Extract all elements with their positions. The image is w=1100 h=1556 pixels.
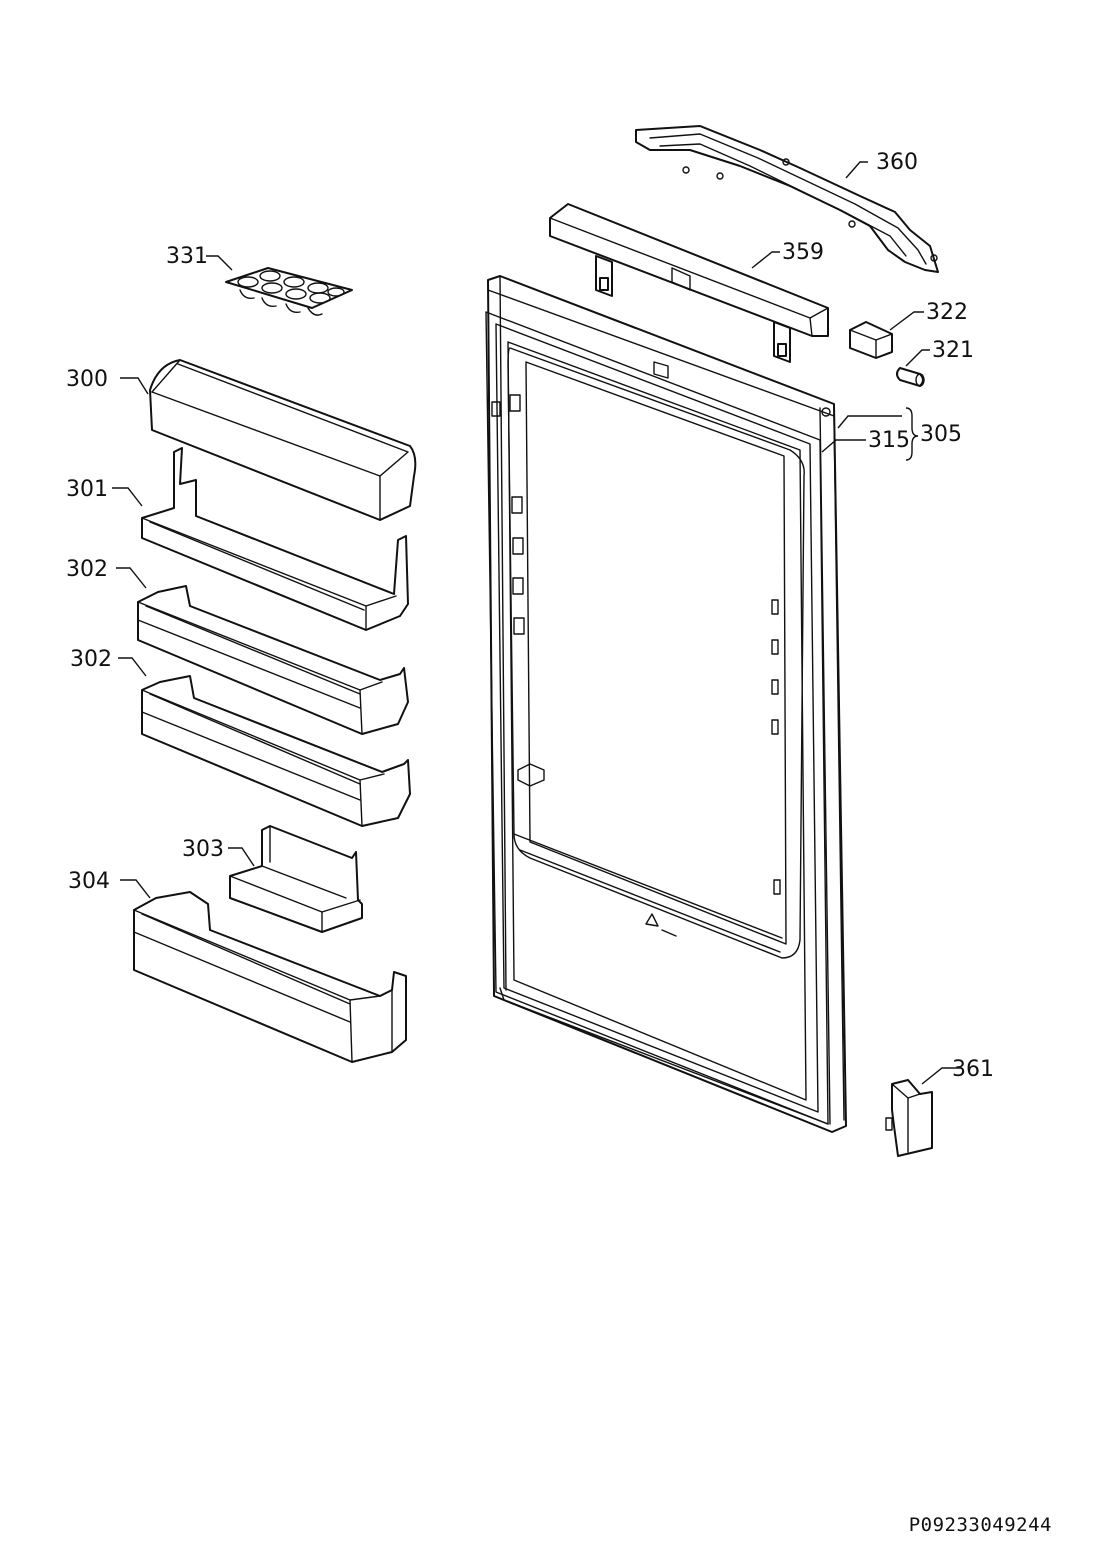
callout-322: 322 — [926, 300, 968, 325]
part-331-egg-tray[interactable] — [225, 267, 353, 316]
callout-361: 361 — [952, 1057, 994, 1082]
callout-315: 315 — [868, 428, 910, 453]
part-359-top-cover[interactable] — [549, 203, 829, 363]
callout-300: 300 — [66, 367, 108, 392]
callout-360: 360 — [876, 150, 918, 175]
part-301-door-shelf[interactable] — [141, 447, 409, 631]
part-321-hinge-pin[interactable] — [896, 367, 925, 387]
callout-305: 305 — [920, 422, 962, 447]
part-303-small-bin[interactable] — [229, 825, 363, 933]
leader-lines — [112, 161, 962, 1085]
part-361-lower-hinge-cover[interactable] — [885, 1079, 933, 1157]
callout-304: 304 — [68, 869, 110, 894]
callout-301: 301 — [66, 477, 108, 502]
part-360-hinge-bracket[interactable] — [635, 125, 939, 273]
part-304-bottle-shelf[interactable] — [133, 891, 407, 1063]
part-305-door-assembly[interactable] — [485, 275, 847, 1133]
callout-331: 331 — [166, 244, 208, 269]
callout-359: 359 — [782, 240, 824, 265]
part-302-door-shelf-lower[interactable] — [141, 675, 411, 827]
callout-302-upper: 302 — [66, 557, 108, 582]
part-322-hinge-cap[interactable] — [849, 321, 893, 359]
part-302-door-shelf-upper[interactable] — [137, 585, 409, 735]
part-315-door-gasket[interactable] — [495, 323, 819, 1113]
callout-303: 303 — [182, 837, 224, 862]
callout-302-lower: 302 — [70, 647, 112, 672]
part-300-shelf-lid[interactable] — [149, 359, 417, 521]
door-inner-liner — [491, 347, 805, 959]
callout-321: 321 — [932, 338, 974, 363]
document-number: P09233049244 — [908, 1514, 1052, 1536]
